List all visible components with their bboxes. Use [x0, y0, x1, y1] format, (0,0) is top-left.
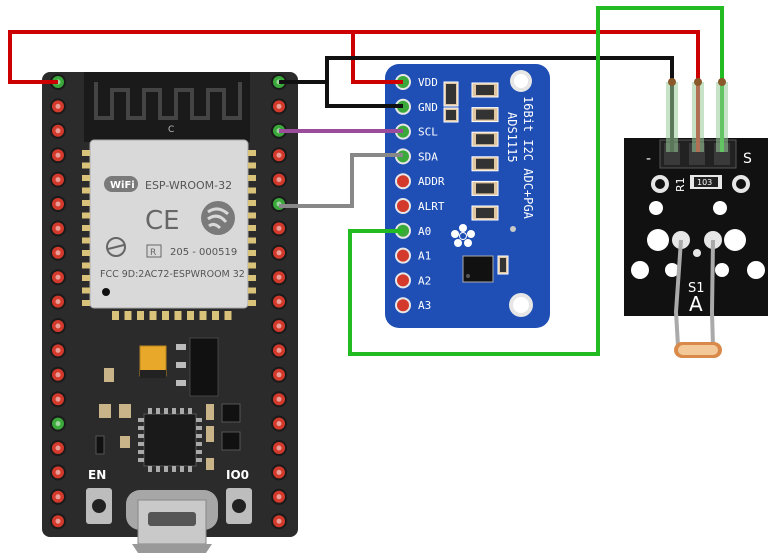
ads1115-pcb	[385, 64, 550, 328]
module-name: ESP-WROOM-32	[145, 179, 232, 192]
ldr-lead-right	[709, 239, 715, 347]
ads1115-pin-a1	[395, 247, 411, 264]
ads1115-pin-alrt	[395, 198, 411, 214]
ads1115-pin-addr	[395, 173, 411, 190]
module-castellation-pads	[82, 150, 256, 320]
ads1115-pin-label: SDA	[418, 150, 438, 163]
en-button-label: EN	[88, 468, 106, 482]
pin1-marker	[102, 288, 110, 296]
ldr-minus-label: -	[646, 151, 651, 167]
ads1115-pin-label: VDD	[418, 76, 438, 89]
ads1115-title-line1: 16Bit I2C ADC+PGA	[521, 96, 535, 220]
cert-number: 205 - 000519	[170, 247, 237, 258]
wire-gnd-adc-black	[279, 80, 403, 108]
wire-sda-gray	[279, 153, 403, 208]
ldr-lead-left	[673, 239, 683, 347]
ads1115-chip	[462, 255, 494, 283]
micro-usb-port	[126, 490, 218, 553]
ads1115-resistors	[443, 82, 499, 221]
ads1115-pin-a3	[395, 297, 411, 314]
ldr-a-label: A	[689, 292, 703, 316]
antenna-letter: C	[168, 125, 174, 135]
espressif-logo-icon	[201, 201, 235, 235]
ic-mark-icon	[106, 237, 126, 257]
fcc-id: FCC 9D:2AC72-ESPWROOM 32	[100, 269, 245, 280]
wire-vdd-red	[351, 32, 403, 84]
wifi-logo-icon: WiFi	[104, 176, 138, 192]
r-mark: R	[150, 248, 156, 258]
ldr-r1-label: R1	[674, 177, 687, 192]
adafruit-flower-icon	[451, 224, 475, 247]
wire-signal-green	[348, 6, 724, 356]
ldr-s1-label: S1	[688, 281, 705, 296]
ldr-module: - S R1 103 S1 A	[624, 138, 768, 358]
ce-mark: CE	[145, 206, 180, 236]
ldr-s-label: S	[743, 151, 752, 167]
voltage-regulator	[189, 337, 219, 397]
ads1115-pin-label: A3	[418, 299, 431, 312]
ads1115-pin-a2	[395, 272, 411, 289]
ads1115-pin-label: GND	[418, 101, 438, 114]
ads1115-pin-label: ADDR	[418, 175, 445, 188]
r-mark-box	[146, 244, 162, 258]
ads1115-pin-label: A2	[418, 274, 431, 287]
ads1115-pin-label: A1	[418, 250, 431, 263]
ads1115-pin-label: A0	[418, 225, 431, 238]
ads1115-pin-label: SCL	[418, 126, 438, 139]
wires	[8, 6, 728, 356]
io0-button-label: IO0	[226, 468, 249, 482]
antenna-trace	[94, 82, 242, 120]
esp32-right-pin-header	[271, 74, 287, 530]
usb-uart-chip	[143, 413, 197, 467]
esp32-left-pin-header	[50, 74, 66, 530]
svg-text:WiFi: WiFi	[110, 180, 135, 191]
esp32-board: C WiFi ESP-WROOM-32 CE R 205 - 000519 FC…	[42, 72, 298, 553]
resistor-value: 103	[697, 178, 712, 187]
ads1115-pin-label: ALRT	[418, 200, 445, 213]
ads1115-title-line2: ADS1115	[505, 112, 519, 163]
